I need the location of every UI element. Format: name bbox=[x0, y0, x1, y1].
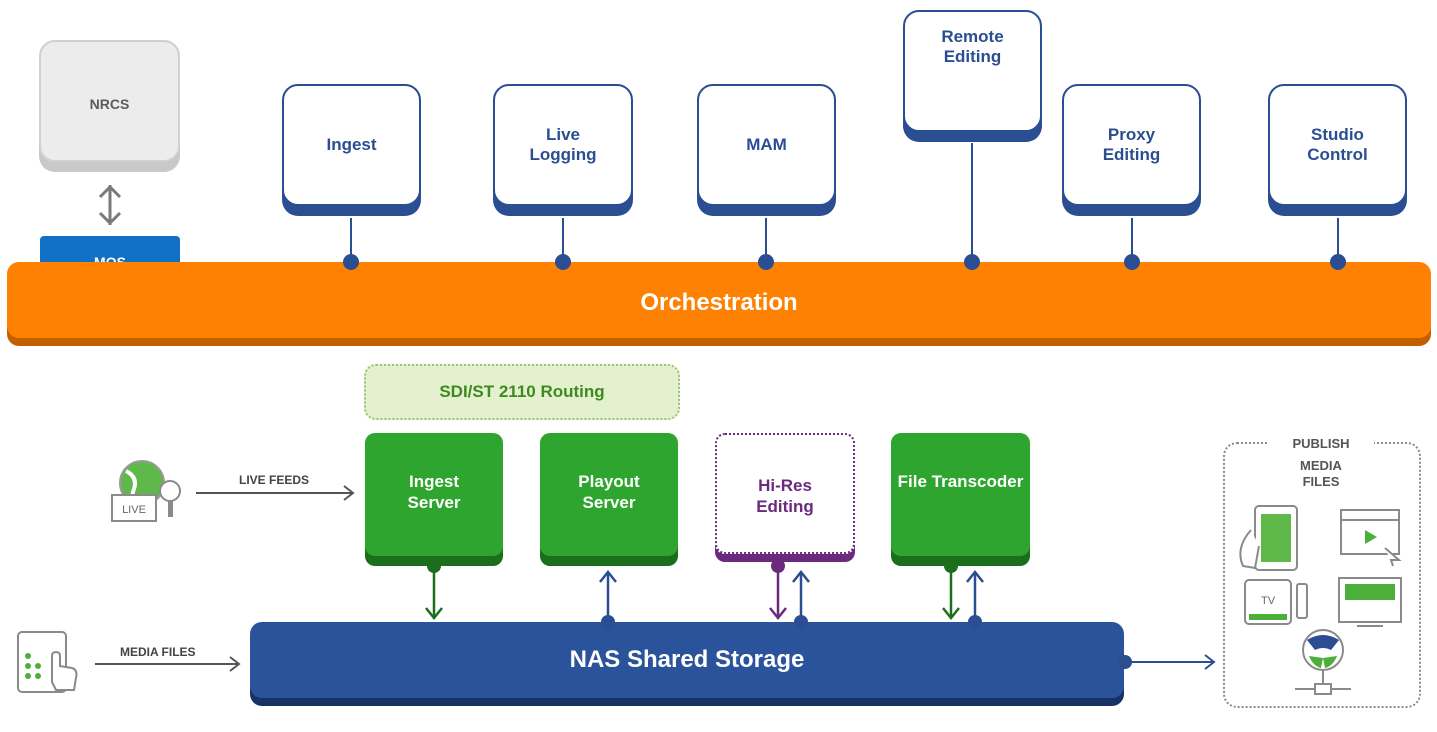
dot-hires-server bbox=[771, 559, 785, 573]
set-top-tv-icon: TV bbox=[1244, 579, 1308, 625]
transcoder-down-arrow bbox=[942, 566, 960, 621]
app-label-line1: Studio bbox=[1311, 125, 1364, 144]
dot-proxy-editing bbox=[1124, 254, 1140, 270]
dot-remote-editing bbox=[964, 254, 980, 270]
server-label-line2: Editing bbox=[756, 497, 814, 516]
dot-nas-publish bbox=[1118, 655, 1132, 669]
playout-server-box: Playout Server bbox=[540, 433, 678, 556]
publish-line3: FILES bbox=[1302, 474, 1340, 489]
dot-ingest-server bbox=[427, 559, 441, 573]
server-dots bbox=[427, 559, 958, 573]
media-files-label: MEDIA FILES bbox=[120, 645, 196, 659]
orchestration-bar: Orchestration bbox=[7, 262, 1431, 338]
ingest-server-box: Ingest Server bbox=[365, 433, 503, 556]
app-label-line1: MAM bbox=[746, 135, 787, 154]
orchestration-dots bbox=[343, 254, 1346, 270]
transcoder-up-arrow bbox=[966, 569, 984, 620]
nas-storage-bar: NAS Shared Storage bbox=[250, 622, 1124, 698]
app-label-line2: Editing bbox=[943, 47, 1002, 66]
video-player-icon bbox=[1340, 509, 1402, 567]
media-files-icon bbox=[16, 630, 86, 696]
app-mam: MAM bbox=[697, 84, 836, 206]
app-label-line1: Proxy bbox=[1107, 125, 1156, 144]
dot-live-logging bbox=[555, 254, 571, 270]
nas-dots bbox=[601, 615, 1132, 669]
dot-ingest bbox=[343, 254, 359, 270]
orchestration-label: Orchestration bbox=[640, 289, 798, 316]
hires-editing-box: Hi-Res Editing bbox=[715, 433, 855, 554]
ingest-down-arrow bbox=[425, 568, 443, 621]
hires-down-arrow bbox=[769, 566, 787, 621]
publish-line1: PUBLISH bbox=[1292, 436, 1350, 451]
app-label-line2: Logging bbox=[529, 145, 597, 164]
server-label-line2: Server bbox=[582, 493, 636, 512]
publish-arrow bbox=[1128, 654, 1216, 670]
app-label-line1: Ingest bbox=[326, 135, 377, 154]
nrcs-mos-link bbox=[98, 184, 122, 226]
publish-icons: TV bbox=[1239, 505, 1402, 695]
server-label-line1: Hi-Res bbox=[758, 476, 812, 495]
live-feed-icon: LIVE bbox=[108, 455, 188, 525]
dot-nas-playout bbox=[601, 615, 615, 629]
hires-up-arrow bbox=[792, 569, 810, 620]
tablet-icon bbox=[1239, 505, 1298, 571]
app-label-line1: Remote bbox=[941, 27, 1004, 46]
file-transcoder-box: File Transcoder bbox=[891, 433, 1030, 556]
nrcs-box: NRCS bbox=[39, 40, 180, 162]
server-label-line1: Ingest bbox=[408, 472, 460, 491]
dot-transcoder-server bbox=[944, 559, 958, 573]
live-feeds-label: LIVE FEEDS bbox=[239, 473, 310, 487]
app-stems bbox=[350, 143, 1339, 262]
publish-line2: MEDIA bbox=[1300, 458, 1342, 473]
media-files-arrow bbox=[95, 656, 241, 672]
live-feeds-arrow bbox=[196, 485, 355, 501]
dot-studio-control bbox=[1330, 254, 1346, 270]
sdi-routing-box: SDI/ST 2110 Routing bbox=[364, 364, 680, 420]
network-globe-icon bbox=[1295, 629, 1351, 695]
routing-label: SDI/ST 2110 Routing bbox=[439, 382, 605, 401]
app-label-line2: Editing bbox=[1102, 145, 1161, 164]
app-label-line2: Control bbox=[1307, 145, 1368, 164]
server-label-line1: File Transcoder bbox=[897, 472, 1024, 491]
app-label-line1: Live bbox=[545, 125, 581, 144]
nrcs-label: NRCS bbox=[89, 96, 130, 112]
publish-title: PUBLISH MEDIA FILES bbox=[1268, 432, 1374, 502]
nas-label: NAS Shared Storage bbox=[569, 646, 805, 673]
tv-icon-text: TV bbox=[1261, 595, 1276, 607]
dot-nas-hires bbox=[794, 615, 808, 629]
dot-mam bbox=[758, 254, 774, 270]
app-ingest: Ingest bbox=[282, 84, 421, 206]
server-label-line2: Server bbox=[407, 493, 461, 512]
playout-up-arrow bbox=[599, 569, 617, 620]
dot-nas-transcoder bbox=[968, 615, 982, 629]
server-label-line1: Playout bbox=[578, 472, 640, 491]
live-icon-text: LIVE bbox=[122, 504, 146, 516]
monitor-icon bbox=[1338, 577, 1402, 627]
